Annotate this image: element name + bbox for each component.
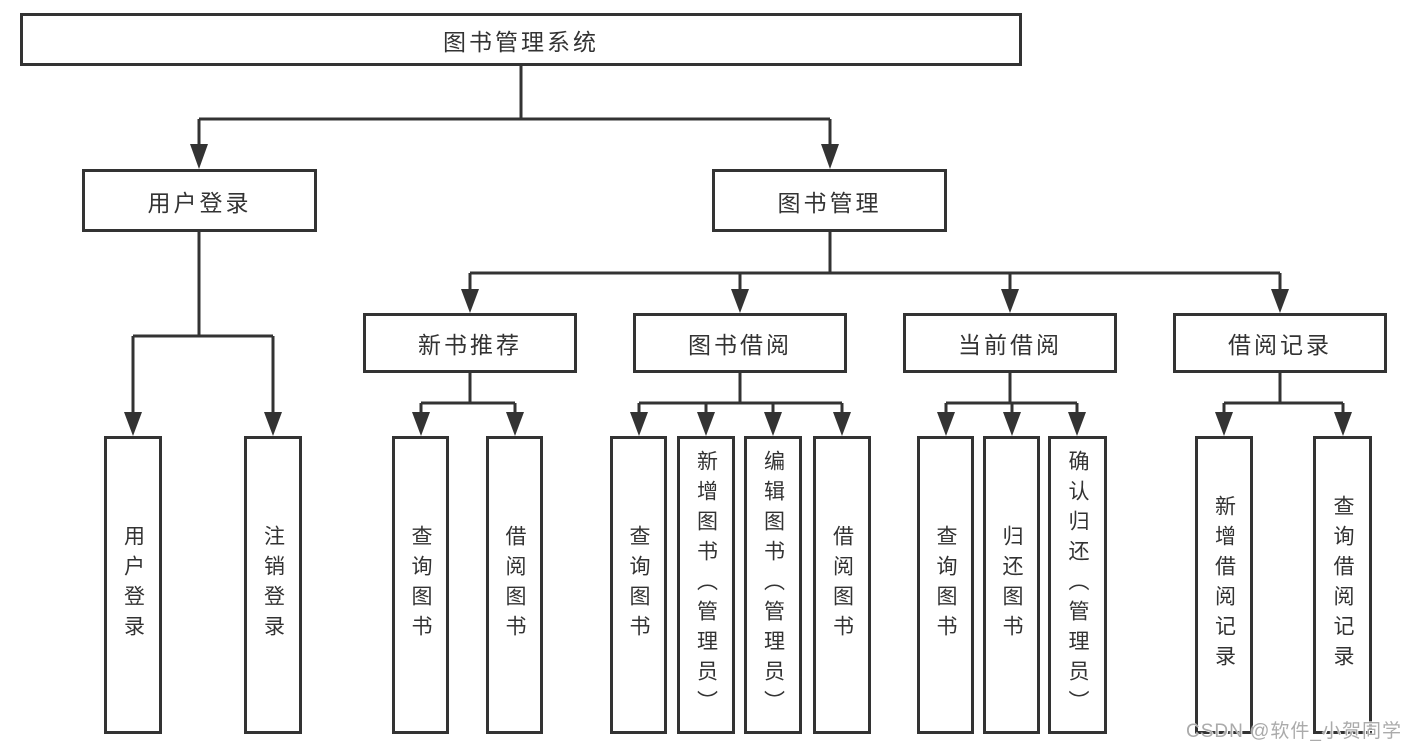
- node-label: 图书借阅: [688, 332, 792, 358]
- node-current-borrow: 当前借阅: [903, 313, 1117, 373]
- node-label: 新增借阅记录: [1212, 495, 1236, 675]
- node-book-management-branch: 图书管理: [712, 169, 947, 232]
- node-leaf-borrow-books-recommend: 借阅图书: [486, 436, 543, 734]
- node-label: 图书管理系统: [443, 28, 599, 55]
- node-label: 查询图书: [934, 525, 957, 645]
- node-label: 确认归还（管理员）: [1066, 450, 1089, 720]
- node-leaf-query-books-recommend: 查询图书: [392, 436, 449, 734]
- node-leaf-edit-books-admin: 编辑图书（管理员）: [744, 436, 802, 734]
- node-borrow-records: 借阅记录: [1173, 313, 1387, 373]
- node-leaf-query-borrow-record: 查询借阅记录: [1313, 436, 1372, 734]
- node-label: 归还图书: [1000, 525, 1023, 645]
- node-label: 查询图书: [409, 525, 432, 645]
- node-label: 查询图书: [627, 525, 650, 645]
- node-label: 新书推荐: [418, 332, 522, 358]
- node-new-book-recommend: 新书推荐: [363, 313, 577, 373]
- csdn-watermark: CSDN @软件_小贺同学: [1186, 721, 1402, 742]
- node-label: 用户登录: [147, 189, 252, 216]
- node-leaf-borrow-books: 借阅图书: [813, 436, 871, 734]
- node-label: 图书管理: [777, 189, 882, 216]
- node-leaf-add-books-admin: 新增图书（管理员）: [677, 436, 735, 734]
- node-book-borrow: 图书借阅: [633, 313, 847, 373]
- node-label: 当前借阅: [958, 332, 1062, 358]
- node-leaf-user-login: 用户登录: [104, 436, 162, 734]
- node-library-management-system: 图书管理系统: [20, 13, 1022, 66]
- node-label: 用户登录: [121, 525, 145, 645]
- node-leaf-return-books: 归还图书: [983, 436, 1040, 734]
- node-leaf-query-books-current: 查询图书: [917, 436, 974, 734]
- node-leaf-query-books-borrow: 查询图书: [610, 436, 667, 734]
- node-label: 编辑图书（管理员）: [761, 450, 785, 720]
- node-leaf-confirm-return-admin: 确认归还（管理员）: [1048, 436, 1107, 734]
- node-leaf-add-borrow-record: 新增借阅记录: [1195, 436, 1253, 734]
- node-label: 注销登录: [261, 525, 285, 645]
- node-label: 借阅图书: [503, 525, 526, 645]
- node-label: 查询借阅记录: [1331, 495, 1354, 675]
- node-label: 新增图书（管理员）: [694, 450, 718, 720]
- node-user-login-branch: 用户登录: [82, 169, 317, 232]
- node-label: 借阅记录: [1228, 332, 1332, 358]
- node-label: 借阅图书: [830, 525, 854, 645]
- node-leaf-logout: 注销登录: [244, 436, 302, 734]
